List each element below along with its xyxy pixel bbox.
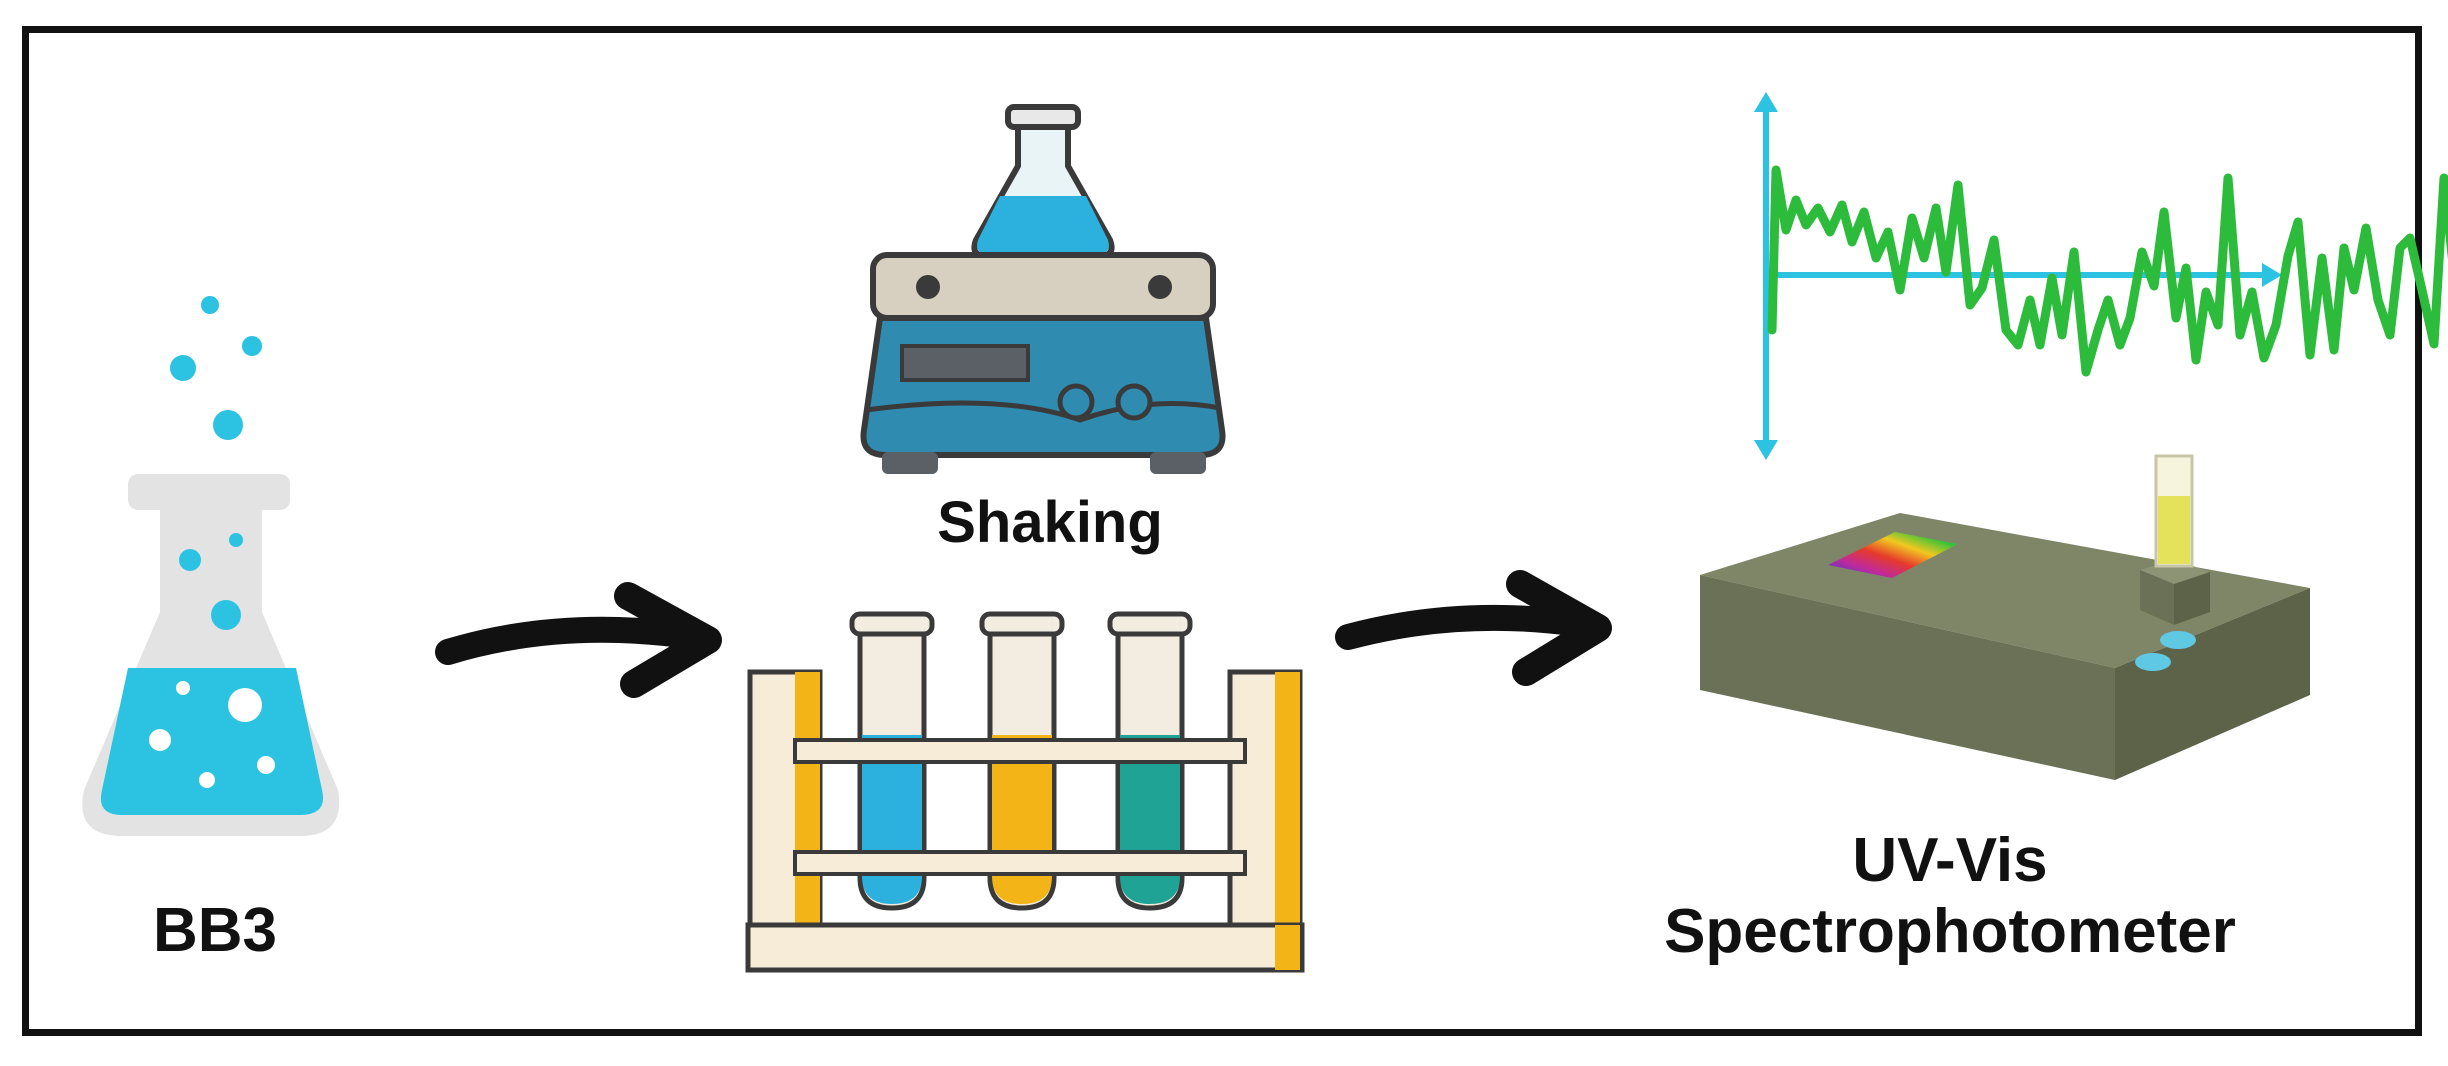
shaking-label: Shaking <box>937 490 1163 555</box>
arrow-icon <box>435 582 722 698</box>
test-tube-rack-icon <box>745 611 1305 973</box>
spectrophotometer-icon <box>1700 454 2310 780</box>
bb3-label: BB3 <box>152 896 278 965</box>
bb3-flask-icon <box>82 296 340 836</box>
arrow-icon <box>1335 570 1612 686</box>
uv-vis-spectrophotometer-label: UV-Vis Spectrophotometer <box>1560 825 2340 968</box>
uv-vis-label-line1: UV-Vis <box>1852 826 2048 895</box>
uv-vis-label-line2: Spectrophotometer <box>1664 897 2236 967</box>
spectrum-signal-icon <box>1754 92 2448 460</box>
shaker-icon <box>860 104 1226 474</box>
